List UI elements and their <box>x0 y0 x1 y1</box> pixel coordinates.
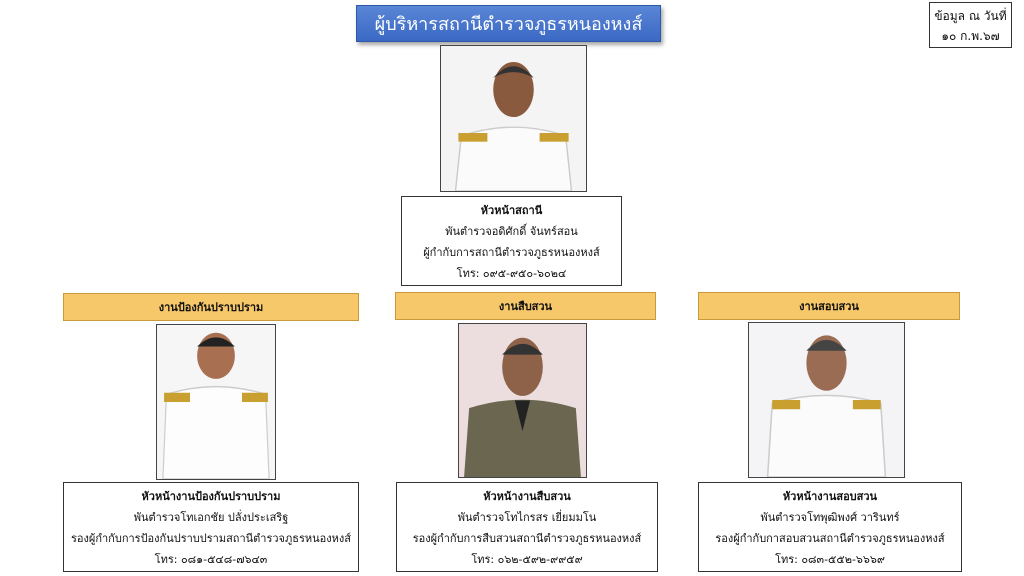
inquiry-name: พันตำรวจโทพุฒิพงศ์ วารินทร์ <box>760 511 900 524</box>
chief-info-card: หัวหน้าสถานี พันตำรวจอดิศักดิ์ จันทร์สอน… <box>401 196 622 286</box>
inquiry-head-photo <box>748 322 905 478</box>
inquiry-phone: โทร: ๐๘๓-๕๕๒-๖๖๖๙ <box>775 553 885 566</box>
section-header-investigation: งานสืบสวน <box>395 292 656 320</box>
section-header-inquiry: งานสอบสวน <box>698 292 960 320</box>
chief-photo <box>440 45 587 192</box>
prevention-head-photo <box>156 324 276 480</box>
investigation-name: พันตำรวจโทไกรสร เยี่ยมมโน <box>457 511 597 524</box>
investigation-role: หัวหน้างานสืบสวน <box>483 490 571 503</box>
inquiry-role: หัวหน้างานสอบสวน <box>782 490 878 503</box>
prevention-role: หัวหน้างานป้องกันปราบปราม <box>141 490 281 503</box>
date-label: ข้อมูล ณ วันที่ <box>934 9 1007 23</box>
chief-position: ผู้กำกับการสถานีตำรวจภูธรหนองหงส์ <box>423 246 600 259</box>
inquiry-info-card: หัวหน้างานสอบสวน พันตำรวจโทพุฒิพงศ์ วาริ… <box>698 482 962 572</box>
prevention-info-card: หัวหน้างานป้องกันปราบปราม พันตำรวจโทเอกช… <box>63 482 359 572</box>
section-header-prevention: งานป้องกันปราบปราม <box>63 293 359 321</box>
prevention-position: รองผู้กำกับการป้องกันปราบปรามสถานีตำรวจภ… <box>71 532 351 545</box>
investigation-head-photo <box>458 323 587 478</box>
investigation-info-card: หัวหน้างานสืบสวน พันตำรวจโทไกรสร เยี่ยมม… <box>396 482 658 572</box>
investigation-phone: โทร: ๐๖๒-๕๙๒-๙๙๕๙ <box>471 553 583 566</box>
investigation-position: รองผู้กำกับการสืบสวนสถานีตำรวจภูธรหนองหง… <box>412 532 642 545</box>
chief-role: หัวหน้าสถานี <box>480 204 543 217</box>
prevention-phone: โทร: ๐๘๑-๕๔๘-๗๖๔๓ <box>154 553 268 566</box>
page-title: ผู้บริหารสถานีตำรวจภูธรหนองหงส์ <box>356 5 661 42</box>
date-box: ข้อมูล ณ วันที่ ๑๐ ก.พ.๖๗ <box>929 2 1012 48</box>
prevention-name: พันตำรวจโทเอกชัย ปลั่งประเสริฐ <box>133 511 289 524</box>
date-value: ๑๐ ก.พ.๖๗ <box>941 29 1000 43</box>
chief-name: พันตำรวจอดิศักดิ์ จันทร์สอน <box>445 225 578 238</box>
inquiry-position: รองผู้กำกับกาสอบสวนสถานีตำรวจภูธรหนองหงส… <box>715 532 945 545</box>
chief-phone: โทร: ๐๙๕-๙๕๐-๖๐๒๔ <box>456 267 567 280</box>
